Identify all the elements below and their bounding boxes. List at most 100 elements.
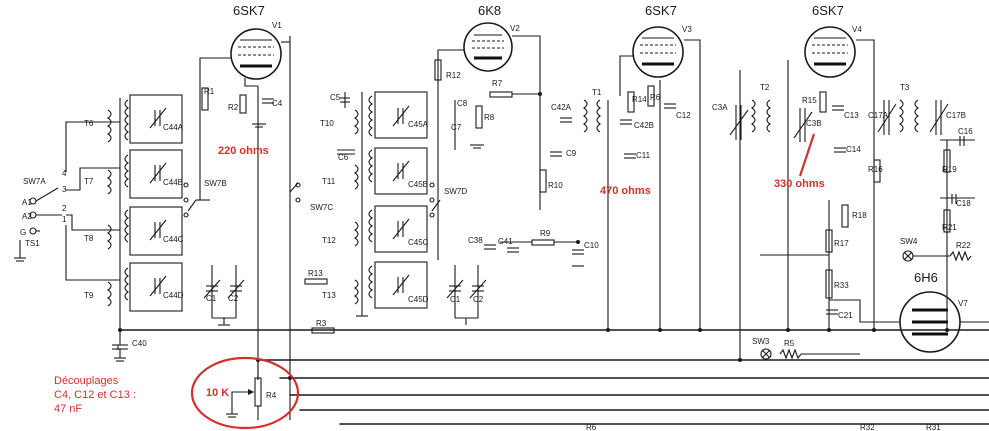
c18-label: C18 [956, 199, 971, 208]
c38-label: C38 [468, 236, 483, 245]
tuning-v2: C1 C2 C38 R3 [311, 236, 496, 334]
switch-sw7c-sw7d: SW7C SW7D [289, 182, 467, 218]
c17a-label: C17A [868, 111, 889, 120]
v1-type: 6SK7 [233, 3, 265, 18]
r1-label: R1 [204, 87, 215, 96]
c1b-label: C1 [450, 295, 461, 304]
t2-label: T2 [760, 83, 770, 92]
c12-label: C12 [676, 111, 691, 120]
c3a-label: C3A [712, 103, 728, 112]
decoupling-note-line1: Découplages [54, 375, 119, 387]
r10-label: R10 [548, 181, 563, 190]
tube-v1: 6SK7 V1 R1 R2 C4 [199, 3, 291, 420]
r3-label: R3 [316, 319, 327, 328]
t8-label: T8 [84, 234, 94, 243]
t6-label: T6 [84, 119, 94, 128]
n1-label: 1 [62, 215, 67, 224]
c4-label: C4 [272, 99, 283, 108]
v1-ref: V1 [272, 21, 282, 30]
transformer-t3: C17A T3 C17B C16 R19 C18 R21 R18 R17 R33… [760, 83, 975, 330]
v3-ref: V3 [682, 25, 692, 34]
c3b-label: C3B [806, 119, 822, 128]
c9-label: C9 [566, 149, 577, 158]
sw3-label: SW3 [752, 337, 770, 346]
tube-v4: 6SK7 V4 R15 C3B C13 C14 R16 [787, 3, 883, 330]
c6-label: C6 [338, 153, 349, 162]
a1-label: A1 [22, 198, 32, 207]
r6-bottom-label: R6 [586, 423, 597, 431]
r18-label: R18 [852, 211, 867, 220]
r14-label: R14 [632, 95, 647, 104]
tube-v3: 6SK7 V3 R14 C42B C11 R6 C12 [619, 3, 701, 330]
tube-v2: 6K8 V2 R12 R7 C8 C7 R8 C42A C9 R10 R9 C4… [434, 3, 599, 267]
r4-label: R4 [266, 391, 277, 400]
switch-sw3: SW3 R5 [752, 337, 860, 360]
oscillator-coils: C5 T10 C6 T11 T12 T13 R13 C45A C45B C45C… [304, 91, 429, 317]
r17-label: R17 [834, 239, 849, 248]
antenna-coils: T6 T7 T8 T9 C40 C44A C44B C44C C44D [84, 94, 184, 362]
v7-ref: V7 [958, 299, 968, 308]
c1-label: C1 [206, 294, 217, 303]
v3-type: 6SK7 [645, 3, 677, 18]
bus-lines [119, 329, 989, 425]
r9-label: R9 [540, 229, 551, 238]
junction-dots [118, 92, 949, 380]
t7-label: T7 [84, 177, 94, 186]
t10-label: T10 [320, 119, 334, 128]
antenna-section: SW7A A1 A2 G TS1 4 3 2 1 [14, 121, 120, 281]
c2-label: C2 [228, 294, 239, 303]
r6-label: R6 [650, 93, 661, 102]
c44c-label: C44C [163, 235, 184, 244]
r5-label: R5 [784, 339, 795, 348]
r33-label: R33 [834, 281, 849, 290]
ts1-label: TS1 [25, 239, 40, 248]
red-annotations: 220 ohms 470 ohms 330 ohms Découplages C… [54, 133, 825, 430]
n4-label: 4 [62, 169, 67, 178]
c45a-label: C45A [408, 120, 429, 129]
t3-label: T3 [900, 83, 910, 92]
t12-label: T12 [322, 236, 336, 245]
c41-label: C41 [498, 237, 513, 246]
n3-label: 3 [62, 185, 67, 194]
sw7c-label: SW7C [310, 203, 333, 212]
v4-ref: V4 [852, 25, 862, 34]
switch-sw4: SW4 R22 [900, 237, 972, 262]
switch-sw7b: SW7B [183, 179, 227, 218]
bottom-labels: R6 R32 R31 [586, 423, 941, 431]
r15-value-note: 330 ohms [774, 178, 825, 190]
r15-label: R15 [802, 96, 817, 105]
v2-type: 6K8 [478, 3, 501, 18]
c42b-label: C42B [634, 121, 654, 130]
c45c-label: C45C [408, 238, 429, 247]
c16-label: C16 [958, 127, 973, 136]
decoupling-note-line2: C4, C12 et C13 : [54, 389, 136, 401]
c11-label: C11 [636, 151, 651, 160]
r4-potentiometer: R4 [226, 360, 277, 420]
v4-type: 6SK7 [812, 3, 844, 18]
r2-label: R2 [228, 103, 239, 112]
r12-label: R12 [446, 71, 461, 80]
tube-v7: 6H6 V7 [829, 270, 989, 353]
a2-label: A2 [22, 212, 32, 221]
r13-label: R13 [308, 269, 323, 278]
c44b-label: C44B [163, 178, 183, 187]
t11-label: T11 [322, 177, 336, 186]
c45b-label: C45B [408, 180, 428, 189]
r31-label: R31 [926, 423, 941, 431]
sw7d-label: SW7D [444, 187, 467, 196]
v7-type: 6H6 [914, 270, 938, 285]
r32-label: R32 [860, 423, 875, 431]
r4-highlight-circle [190, 356, 300, 430]
r14-value-note: 470 ohms [600, 185, 651, 197]
t1-label: T1 [592, 88, 602, 97]
r2-value-note: 220 ohms [218, 145, 269, 157]
c10-label: C10 [584, 241, 599, 250]
c40-label: C40 [132, 339, 147, 348]
g-label: G [20, 228, 26, 237]
tuning-v1: C1 C2 [203, 265, 245, 326]
c45d-label: C45D [408, 295, 429, 304]
c42a-label: C42A [551, 103, 572, 112]
c8-label: C8 [457, 99, 468, 108]
decoupling-note-line3: 47 nF [54, 403, 82, 415]
